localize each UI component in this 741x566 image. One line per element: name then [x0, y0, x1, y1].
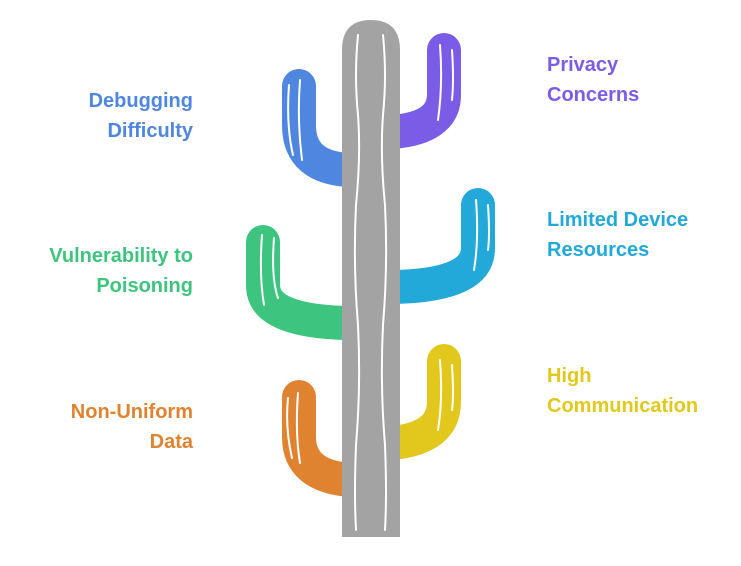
arm-privacy — [375, 33, 461, 149]
label-line: Non-Uniform — [70, 401, 193, 423]
label-line: Data — [149, 431, 193, 453]
arm-communication — [375, 344, 461, 460]
label-vulnerability-to-poisoning: Vulnerability to Poisoning — [49, 241, 193, 301]
label-debugging-difficulty: Debugging Difficulty — [89, 86, 193, 146]
cactus-trunk — [342, 20, 400, 537]
label-line: Privacy — [547, 54, 619, 76]
arm-resources — [375, 188, 495, 304]
trunk-ribs — [259, 34, 490, 531]
label-limited-device-resources: Limited Device Resources — [547, 205, 688, 265]
label-line: Concerns — [547, 84, 640, 106]
label-high-communication: High Communication — [547, 361, 698, 421]
arm-poisoning — [246, 225, 367, 340]
label-line: Poisoning — [96, 275, 193, 297]
arm-nonuniform — [282, 380, 367, 497]
label-line: Communication — [547, 395, 699, 417]
label-line: Vulnerability to — [49, 245, 193, 267]
label-non-uniform-data: Non-Uniform Data — [71, 397, 193, 457]
label-line: High — [547, 365, 592, 387]
label-privacy-concerns: Privacy Concerns — [547, 50, 639, 110]
label-line: Debugging — [88, 90, 193, 112]
label-line: Difficulty — [107, 120, 193, 142]
label-line: Limited Device — [547, 209, 689, 231]
label-line: Resources — [547, 239, 650, 261]
